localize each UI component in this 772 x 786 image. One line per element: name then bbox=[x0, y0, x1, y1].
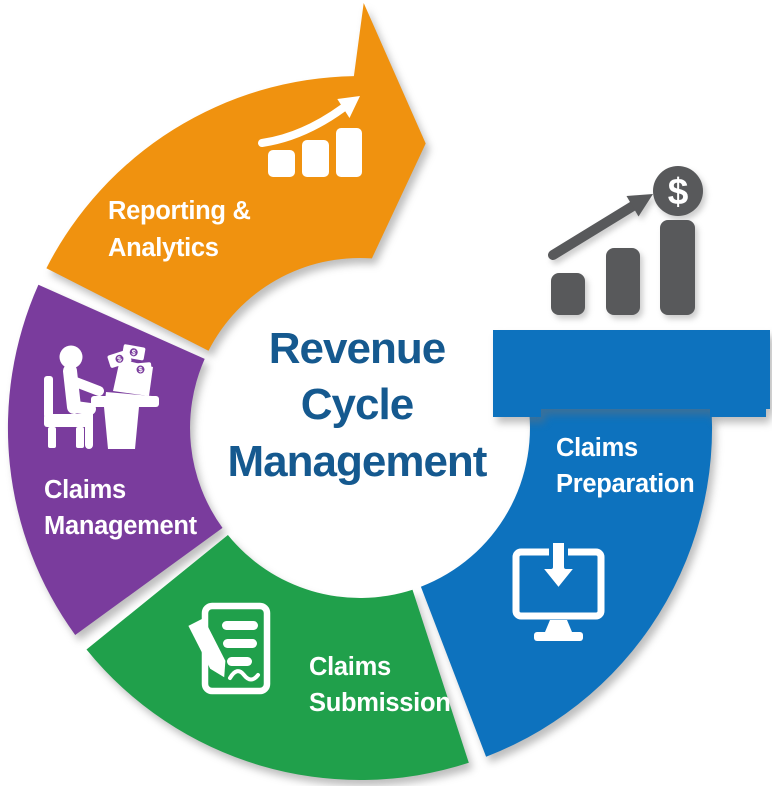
chair-seat bbox=[44, 414, 88, 427]
monitor-download-icon bbox=[512, 539, 605, 641]
segment-claims-preparation: Claims Preparation bbox=[420, 330, 770, 757]
growth-arrow-line bbox=[548, 201, 638, 260]
money-bill: $ bbox=[129, 362, 152, 377]
document-line bbox=[223, 639, 257, 648]
segment-reporting-analytics: Reporting & Analytics bbox=[46, 3, 426, 351]
segment-label-line2: Management bbox=[44, 512, 198, 540]
bar-chart-growth-icon bbox=[258, 96, 362, 177]
bar bbox=[660, 220, 695, 315]
claims-preparation-entry-chute bbox=[493, 330, 770, 417]
signature-squiggle bbox=[228, 669, 260, 682]
segment-label-line2: Analytics bbox=[108, 234, 219, 262]
pencil bbox=[188, 618, 226, 678]
segment-label-line1: Claims bbox=[309, 653, 391, 681]
chair-back bbox=[44, 376, 53, 418]
claims-submission-arc bbox=[86, 535, 469, 781]
chair-leg bbox=[76, 427, 84, 448]
segment-claims-submission: Claims Submission bbox=[86, 535, 469, 781]
center-title: Revenue Cycle Management bbox=[228, 324, 489, 486]
center-title-line2: Cycle bbox=[301, 380, 413, 429]
segment-label-line2: Submission bbox=[309, 689, 451, 717]
svg-text:$: $ bbox=[116, 354, 124, 364]
reporting-analytics-arc-arrow bbox=[46, 3, 426, 351]
segment-label-line1: Reporting & bbox=[108, 197, 251, 225]
segment-label-line1: Claims bbox=[556, 434, 638, 462]
revenue-growth-icon: $ bbox=[548, 166, 703, 315]
arrowhead bbox=[626, 194, 653, 217]
person-arm bbox=[68, 376, 104, 396]
bar bbox=[336, 128, 362, 177]
dollar-circle bbox=[653, 166, 703, 216]
bar bbox=[268, 150, 295, 177]
document-line bbox=[222, 621, 258, 630]
segment-label-line1: Claims bbox=[44, 476, 126, 504]
segment-label-line2: Preparation bbox=[556, 470, 694, 498]
segment-claims-management: $ $ $ Claims Management bbox=[7, 284, 223, 635]
person-at-desk-money-icon: $ $ $ bbox=[44, 344, 159, 449]
money-bill: $ bbox=[122, 344, 146, 361]
laptop-base bbox=[105, 392, 153, 404]
document-pencil-icon bbox=[188, 602, 271, 695]
dollar-sign: $ bbox=[668, 171, 689, 212]
center-title-line3: Management bbox=[228, 437, 488, 486]
svg-text:$: $ bbox=[138, 365, 144, 374]
claims-management-arc bbox=[7, 284, 223, 635]
monitor-stand bbox=[545, 620, 572, 632]
svg-text:$: $ bbox=[131, 348, 137, 358]
bar bbox=[551, 273, 585, 315]
bar bbox=[606, 248, 640, 315]
desk-pedestal bbox=[104, 407, 139, 449]
growth-curve-arrow bbox=[258, 104, 347, 147]
center-title-line1: Revenue bbox=[269, 324, 445, 373]
monitor-base bbox=[534, 632, 583, 641]
download-arrow bbox=[538, 539, 579, 592]
person-head bbox=[59, 345, 83, 369]
arrowhead bbox=[337, 96, 360, 118]
document-line bbox=[227, 657, 252, 666]
bar bbox=[302, 140, 329, 177]
chair-leg bbox=[48, 427, 56, 448]
